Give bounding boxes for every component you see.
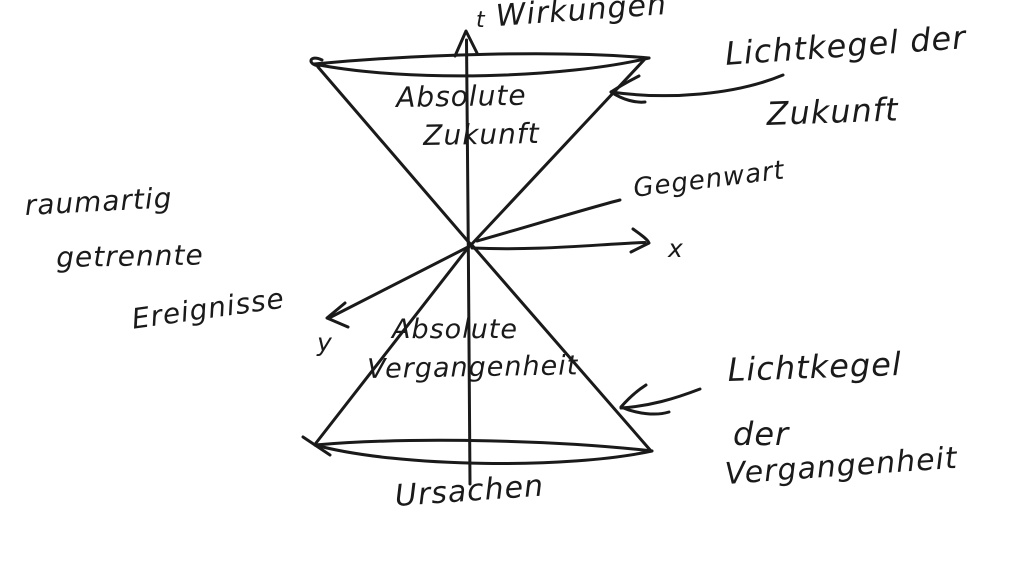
- lower-cone-left-edge: [314, 242, 473, 445]
- future-annotation-arrowhead-icon: [609, 74, 647, 104]
- lichtkegel-vergangenheit-line1: Lichtkegel: [726, 344, 903, 389]
- bottom-ellipse-upper-arc: [313, 438, 654, 453]
- absolute-vergangenheit-line1: Absolute: [392, 314, 519, 345]
- x-axis-arrowhead-icon: [629, 227, 651, 254]
- y-axis-label: y: [317, 328, 333, 357]
- upper-cone-left-edge: [316, 65, 474, 248]
- lichtkegel-vergangenheit-line2: der: [733, 415, 790, 453]
- t-axis-label: t: [476, 8, 486, 33]
- future-annotation-arrow: [609, 73, 785, 98]
- y-axis-arrowhead-icon: [325, 301, 350, 329]
- lower-cone-right-edge: [469, 242, 653, 453]
- bottom-ellipse-lower-arc: [313, 443, 654, 465]
- raumartig-note-line1: raumartig: [23, 181, 174, 222]
- absolute-zukunft-line1: Absolute: [395, 78, 527, 114]
- gegenwart-pointer-line: [475, 198, 622, 243]
- lichtkegel-zukunft-line2: Zukunft: [765, 90, 900, 133]
- past-annotation-arrowhead-icon: [619, 383, 671, 416]
- past-annotation-arrow: [619, 387, 702, 410]
- x-axis-line: [470, 241, 647, 251]
- x-axis-label: x: [668, 234, 684, 263]
- bottom-ellipse-left-tip-cross: [301, 435, 332, 457]
- raumartig-note-line2: getrennte: [55, 238, 204, 274]
- t-axis-arrowhead-icon: [453, 29, 479, 58]
- top-ellipse-lower-arc: [312, 56, 651, 78]
- absolute-vergangenheit-line2: Vergangenheit: [366, 350, 579, 385]
- top-ellipse-left-tip-loop: [309, 56, 324, 68]
- y-axis-line: [329, 244, 472, 319]
- top-ellipse-upper-arc: [312, 52, 651, 66]
- absolute-zukunft-line2: Zukunft: [422, 116, 540, 152]
